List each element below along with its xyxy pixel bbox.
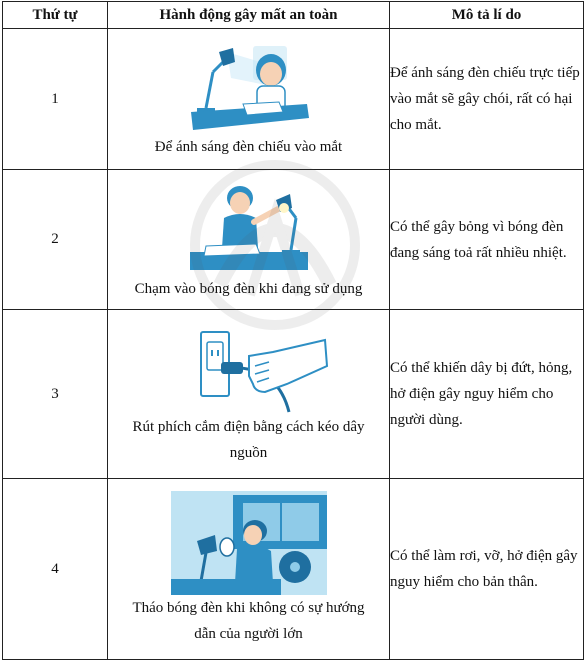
row-reason: Có thể gây bỏng vì bóng đèn đang sáng to… [389, 169, 584, 310]
row-order: 3 [2, 309, 108, 479]
row-action-caption: Rút phích cắm điện bằng cách kéo dây ngu… [132, 419, 365, 461]
row-order: 1 [2, 28, 108, 170]
row-action-caption: Tháo bóng đèn khi không có sự hướng dẫn … [132, 600, 365, 642]
table-row: 3 Rút phích cắm điện bằng cách kéo [2, 309, 584, 479]
header-action: Hành động gây mất an toàn [107, 1, 390, 29]
pull-plug-illustration [168, 322, 329, 414]
row-order: 4 [2, 478, 108, 660]
table-row: 2 [2, 169, 584, 310]
row-action-cell: Để ánh sáng đèn chiếu vào mắt [107, 28, 390, 170]
table-row: 4 [2, 478, 584, 660]
row-action-caption: Chạm vào bóng đèn khi đang sử dụng [134, 280, 363, 297]
header-order: Thứ tự [2, 1, 108, 29]
child-remove-bulb-illustration [170, 491, 327, 595]
row-action-caption: Để ánh sáng đèn chiếu vào mắt [154, 139, 343, 155]
header-reason: Mô tả lí do [389, 1, 584, 29]
girl-lamp-illustration [186, 38, 311, 134]
boy-touch-bulb-illustration [185, 177, 312, 276]
row-reason: Để ánh sáng đèn chiếu trực tiếp vào mắt … [389, 28, 584, 170]
header-row: Thứ tự Hành động gây mất an toàn Mô tả l… [2, 1, 584, 29]
row-reason: Có thể làm rơi, vỡ, hở điện gây nguy hiể… [389, 478, 584, 660]
row-action-cell: Tháo bóng đèn khi không có sự hướng dẫn … [107, 478, 390, 660]
row-action-cell: Chạm vào bóng đèn khi đang sử dụng [107, 169, 390, 310]
row-order: 2 [2, 169, 108, 310]
row-reason: Có thể khiến dây bị đứt, hỏng, hở điện g… [389, 309, 584, 479]
row-action-cell: Rút phích cắm điện bằng cách kéo dây ngu… [107, 309, 390, 479]
table-row: 1 [2, 28, 584, 170]
